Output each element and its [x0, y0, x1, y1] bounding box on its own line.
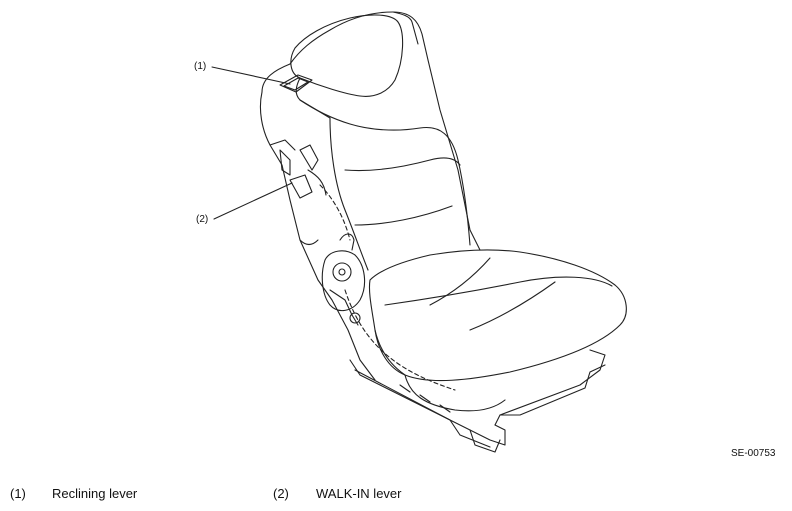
legend-number: (1) — [10, 486, 26, 501]
legend-label: Reclining lever — [52, 486, 138, 501]
recliner-mechanism — [269, 139, 456, 391]
leader-line-2 — [213, 182, 293, 220]
callout-1: (1) — [194, 61, 207, 72]
reclining-lever-shape — [279, 74, 313, 93]
seat-rails — [349, 349, 606, 453]
leader-line-1 — [211, 66, 291, 85]
seat-back — [259, 11, 481, 381]
seat-cushion — [368, 249, 627, 412]
figure-code: SE-00753 — [731, 448, 776, 459]
callout-2: (2) — [196, 214, 209, 225]
seat-diagram — [211, 11, 627, 453]
legend-number: (2) — [273, 486, 289, 501]
legend-label: WALK-IN lever — [316, 486, 402, 501]
